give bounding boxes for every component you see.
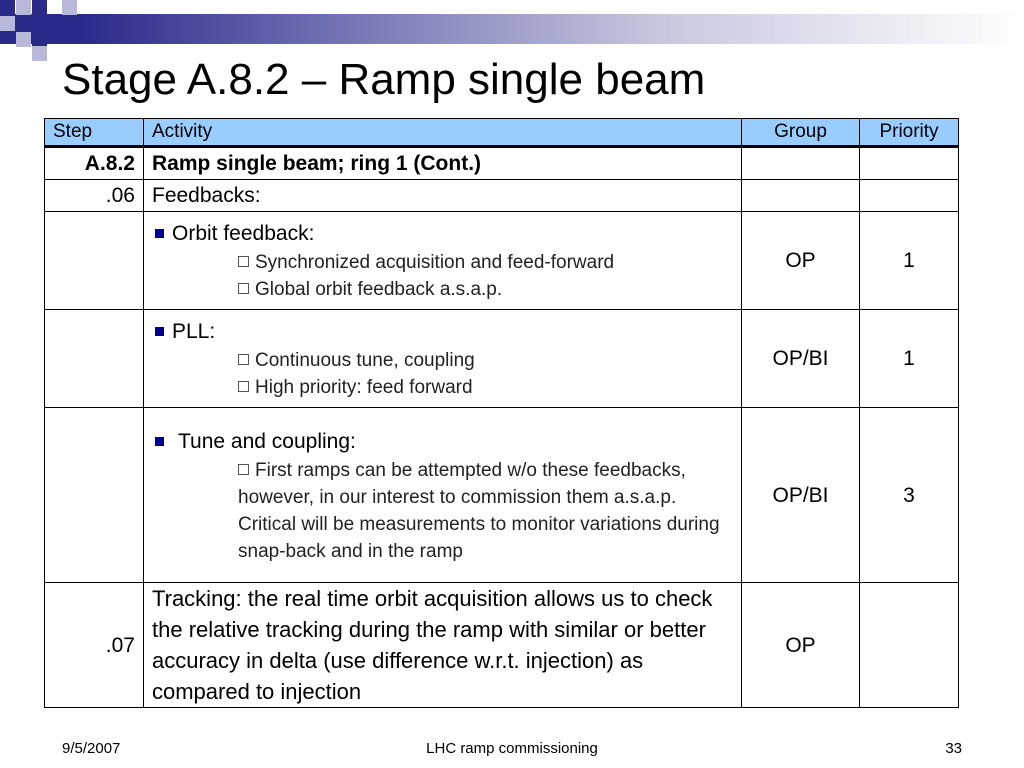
- hollow-square-icon: [238, 354, 249, 365]
- group-cell: OP: [741, 211, 860, 310]
- step-cell: [44, 407, 144, 583]
- step-cell: .07: [44, 582, 144, 708]
- table-row: A.8.2 Ramp single beam; ring 1 (Cont.): [44, 146, 959, 180]
- activity-cell: Tracking: the real time orbit acquisitio…: [143, 582, 742, 708]
- decor-square: [32, 46, 47, 61]
- group-cell: [741, 179, 860, 212]
- priority-cell: 1: [859, 211, 959, 310]
- group-cell: OP: [741, 582, 860, 708]
- sub-bullet: Continuous tune, coupling: [238, 347, 733, 374]
- decor-square: [16, 0, 31, 15]
- priority-cell: [859, 582, 959, 708]
- square-bullet-icon: [155, 327, 164, 336]
- decor-square: [46, 16, 61, 31]
- priority-cell: 3: [859, 407, 959, 583]
- header-priority: Priority: [859, 118, 959, 148]
- activity-cell: Tune and coupling: First ramps can be at…: [143, 407, 742, 583]
- hollow-square-icon: [238, 381, 249, 392]
- decor-square: [32, 32, 47, 47]
- activity-cell: PLL: Continuous tune, coupling High prio…: [143, 309, 742, 408]
- group-cell: OP/BI: [741, 407, 860, 583]
- header-gradient-bar: [0, 14, 1024, 44]
- sub-bullet: Global orbit feedback a.s.a.p.: [238, 276, 733, 303]
- decor-square: [0, 0, 15, 15]
- decor-square: [32, 0, 47, 15]
- decor-square: [0, 16, 15, 31]
- sub-paragraph: First ramps can be attempted w/o these f…: [238, 459, 720, 562]
- step-cell: A.8.2: [44, 146, 144, 180]
- activity-cell: Feedbacks:: [143, 179, 742, 212]
- activity-cell: Ramp single beam; ring 1 (Cont.): [143, 146, 742, 180]
- square-bullet-icon: [155, 436, 164, 446]
- table-row: Orbit feedback: Synchronized acquisition…: [44, 211, 959, 310]
- header-group: Group: [741, 118, 860, 148]
- footer-title: LHC ramp commissioning: [426, 740, 598, 757]
- bullet-heading: PLL:: [172, 320, 216, 343]
- priority-cell: 1: [859, 309, 959, 408]
- footer-page-number: 33: [945, 740, 962, 757]
- table-row: .07 Tracking: the real time orbit acquis…: [44, 582, 959, 708]
- activity-cell: Orbit feedback: Synchronized acquisition…: [143, 211, 742, 310]
- slide-title: Stage A.8.2 – Ramp single beam: [62, 55, 706, 104]
- priority-cell: [859, 146, 959, 180]
- sub-bullet: Synchronized acquisition and feed-forwar…: [238, 249, 733, 276]
- table-row: Tune and coupling: First ramps can be at…: [44, 407, 959, 583]
- table-row: .06 Feedbacks:: [44, 179, 959, 212]
- group-cell: OP/BI: [741, 309, 860, 408]
- decor-square: [16, 32, 31, 47]
- hollow-square-icon: [238, 256, 249, 267]
- commissioning-table: Step Activity Group Priority A.8.2 Ramp …: [44, 118, 959, 708]
- bullet-item: PLL:: [152, 316, 733, 347]
- table-header-row: Step Activity Group Priority: [44, 118, 959, 148]
- table-row: PLL: Continuous tune, coupling High prio…: [44, 309, 959, 408]
- header-step: Step: [44, 118, 144, 148]
- decor-square: [16, 16, 31, 31]
- bullet-heading: Tune and coupling:: [178, 429, 356, 453]
- bullet-heading: Orbit feedback:: [172, 222, 315, 245]
- bullet-item: Tune and coupling:: [152, 426, 733, 457]
- sub-bullet: High priority: feed forward: [238, 374, 733, 401]
- step-cell: [44, 309, 144, 408]
- group-cell: [741, 146, 860, 180]
- footer-date: 9/5/2007: [62, 740, 121, 757]
- hollow-square-icon: [238, 463, 249, 475]
- step-cell: [44, 211, 144, 310]
- decor-square: [62, 0, 77, 15]
- header-activity: Activity: [143, 118, 742, 148]
- bullet-item: Orbit feedback:: [152, 218, 733, 249]
- hollow-square-icon: [238, 283, 249, 294]
- square-bullet-icon: [155, 229, 164, 238]
- priority-cell: [859, 179, 959, 212]
- step-cell: .06: [44, 179, 144, 212]
